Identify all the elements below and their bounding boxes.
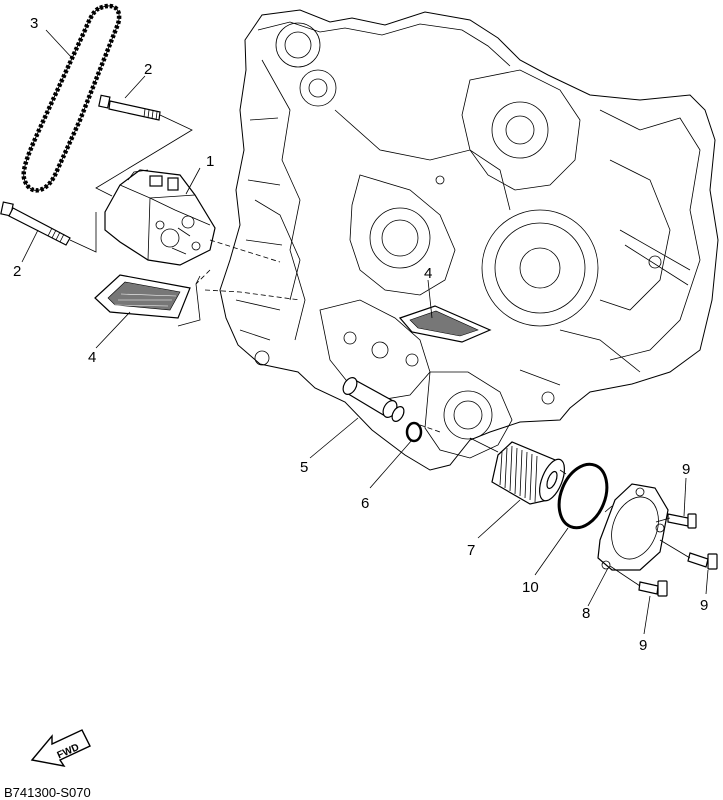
callout-9-right: 9 <box>700 597 708 614</box>
callout-1: 1 <box>206 153 214 170</box>
cover-bolt-2 <box>687 552 718 570</box>
callout-7: 7 <box>467 542 475 559</box>
cam-chain <box>21 3 122 193</box>
callout-8: 8 <box>582 605 590 622</box>
callout-3: 3 <box>30 15 38 32</box>
callout-4-right: 4 <box>424 265 432 282</box>
callout-6: 6 <box>361 495 369 512</box>
bolt-lower <box>0 201 71 246</box>
strainer-left <box>94 274 191 319</box>
oil-filter-element <box>491 441 566 505</box>
callout-4-left: 4 <box>88 349 96 366</box>
fwd-arrow: FWD <box>30 729 91 767</box>
callouts: 1 2 2 3 4 4 5 6 7 8 9 9 9 10 <box>13 15 708 654</box>
crankcase <box>219 9 719 471</box>
oil-pump <box>104 169 216 266</box>
oil-filter-cover <box>597 483 669 571</box>
strainer-right <box>398 305 492 343</box>
callout-5: 5 <box>300 459 308 476</box>
cover-bolt-3 <box>638 580 668 597</box>
assembly-lines <box>69 114 691 587</box>
o-ring-large <box>557 462 609 530</box>
callout-9-top: 9 <box>682 461 690 478</box>
callout-10: 10 <box>522 579 539 596</box>
drawing-code: B741300-S070 <box>4 785 91 800</box>
o-ring-small <box>405 421 423 443</box>
callout-2-lower: 2 <box>13 263 21 280</box>
bolt-upper <box>98 94 161 121</box>
callout-2-upper: 2 <box>144 61 152 78</box>
callout-9-bottom: 9 <box>639 637 647 654</box>
leader-lines <box>21 29 709 635</box>
relief-valve <box>342 377 405 422</box>
cover-bolt-1 <box>667 513 697 529</box>
